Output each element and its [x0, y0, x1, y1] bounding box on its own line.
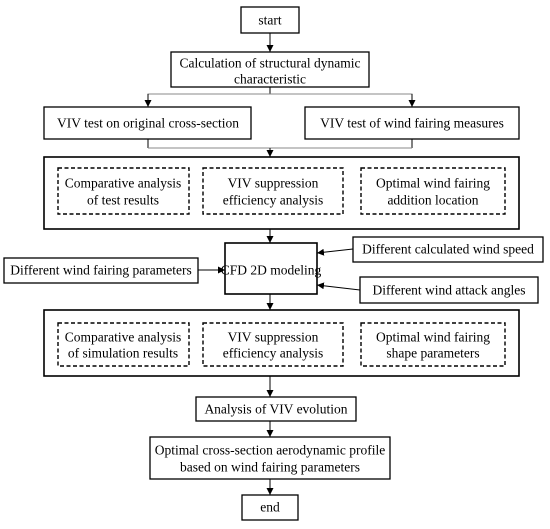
fairing-parameters-node: Different wind fairing parameters — [3, 257, 199, 284]
arrow-angles-to-cfd — [316, 282, 361, 291]
evolution-box — [195, 396, 357, 422]
profile-label-line1: Optimal cross-section aerodynamic profil… — [155, 443, 386, 458]
calculation-label-line2: characteristic — [234, 72, 306, 87]
fairing-parameters-box — [3, 257, 199, 284]
optimal-location-line2: addition location — [387, 193, 478, 208]
suppression-efficiency-2-line2: efficiency analysis — [223, 346, 324, 361]
attack-angles-box — [359, 276, 539, 304]
cfd-box — [224, 242, 318, 295]
optimal-location-box — [360, 167, 506, 215]
cfd-label: CFD 2D modeling — [221, 263, 322, 278]
suppression-efficiency-2-line1: VIV suppression — [228, 330, 319, 345]
wind-speed-node: Different calculated wind speed — [352, 236, 544, 263]
comparative-test-line1: Comparative analysis — [65, 176, 182, 191]
suppression-efficiency-box-1 — [202, 167, 344, 215]
viv-original-label: VIV test on original cross-section — [57, 116, 239, 131]
start-label: start — [258, 13, 281, 28]
viv-fairing-label: VIV test of wind fairing measures — [320, 116, 504, 131]
test-analysis-group: Comparative analysis of test results VIV… — [43, 156, 520, 230]
comparative-simulation-box — [57, 322, 190, 367]
evolution-node: Analysis of VIV evolution — [195, 396, 357, 422]
viv-original-box — [43, 106, 252, 140]
fairing-parameters-label: Different wind fairing parameters — [10, 263, 192, 278]
viv-fairing-box — [304, 106, 520, 140]
end-label: end — [260, 500, 280, 515]
optimal-location-line1: Optimal wind fairing — [376, 176, 490, 191]
profile-node: Optimal cross-section aerodynamic profil… — [149, 436, 391, 480]
comparative-test-box — [57, 167, 190, 215]
comparative-test-line2: of test results — [87, 193, 159, 208]
cfd-node: CFD 2D modeling — [221, 242, 322, 295]
simulation-analysis-group: Comparative analysis of simulation resul… — [43, 309, 520, 377]
profile-box — [149, 436, 391, 480]
attack-angles-node: Different wind attack angles — [359, 276, 539, 304]
viv-fairing-node: VIV test of wind fairing measures — [304, 106, 520, 140]
start-node: start — [240, 6, 300, 34]
suppression-efficiency-1-line1: VIV suppression — [228, 176, 319, 191]
calculation-label-line1: Calculation of structural dynamic — [179, 56, 360, 71]
wind-speed-box — [352, 236, 544, 263]
attack-angles-label: Different wind attack angles — [372, 283, 525, 298]
optimal-shape-box — [360, 322, 506, 367]
comparative-simulation-line2: of simulation results — [68, 346, 178, 361]
calculation-box — [170, 51, 370, 88]
evolution-label: Analysis of VIV evolution — [204, 402, 347, 417]
calculation-node: Calculation of structural dynamic charac… — [170, 51, 370, 88]
end-node: end — [241, 494, 299, 521]
optimal-shape-line1: Optimal wind fairing — [376, 330, 490, 345]
optimal-shape-line2: shape parameters — [386, 346, 479, 361]
start-box — [240, 6, 300, 34]
end-box — [241, 494, 299, 521]
viv-original-node: VIV test on original cross-section — [43, 106, 252, 140]
connectors — [144, 33, 416, 495]
suppression-efficiency-box-2 — [202, 322, 344, 367]
split-connector — [147, 93, 413, 104]
comparative-simulation-line1: Comparative analysis — [65, 330, 182, 345]
suppression-efficiency-1-line2: efficiency analysis — [223, 193, 324, 208]
wind-speed-label: Different calculated wind speed — [362, 242, 534, 257]
arrow-speed-to-cfd — [316, 248, 354, 256]
profile-label-line2: based on wind fairing parameters — [180, 460, 360, 475]
